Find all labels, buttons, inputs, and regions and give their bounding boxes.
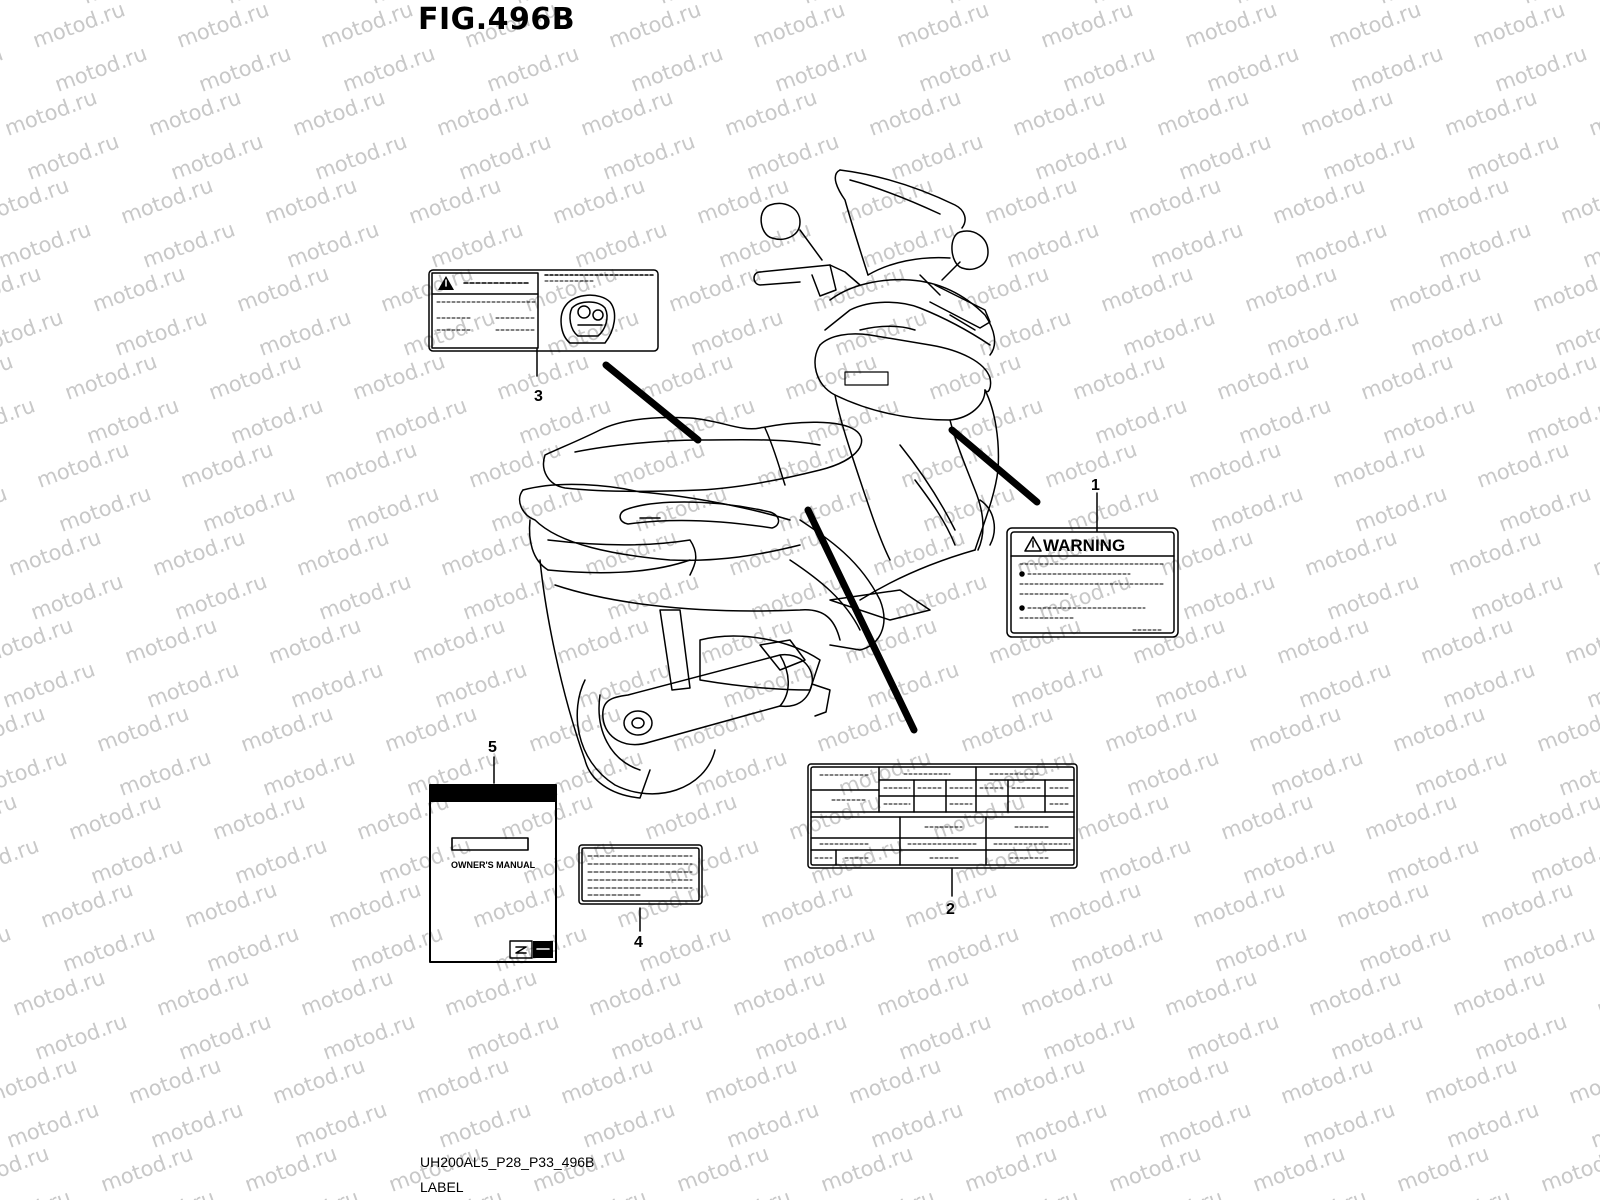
label-1-drawing: WARNING — [1006, 527, 1179, 638]
callout-2: 2 — [946, 901, 955, 918]
warning-triangle-icon — [1024, 536, 1042, 552]
figure-title: FIG.496B — [418, 2, 576, 37]
warning-heading: WARNING — [1043, 536, 1125, 555]
callout-3: 3 — [534, 388, 543, 405]
label-2-drawing — [807, 763, 1078, 869]
leader-lines — [493, 348, 1098, 932]
callout-1: 1 — [1091, 477, 1100, 494]
label-4-drawing — [578, 844, 703, 905]
scooter-drawing — [518, 169, 1000, 799]
owners-manual-title: OWNER'S MANUAL — [451, 860, 536, 870]
diagram-name: LABEL — [420, 1179, 464, 1195]
label-3-drawing — [428, 269, 659, 352]
callout-5: 5 — [488, 739, 497, 756]
diagram-code: UH200AL5_P28_P33_496B — [420, 1154, 595, 1170]
owners-manual-drawing: OWNER'S MANUAL — [429, 784, 557, 963]
callout-4: 4 — [634, 934, 643, 951]
suzuki-s-logo-icon — [509, 940, 533, 959]
